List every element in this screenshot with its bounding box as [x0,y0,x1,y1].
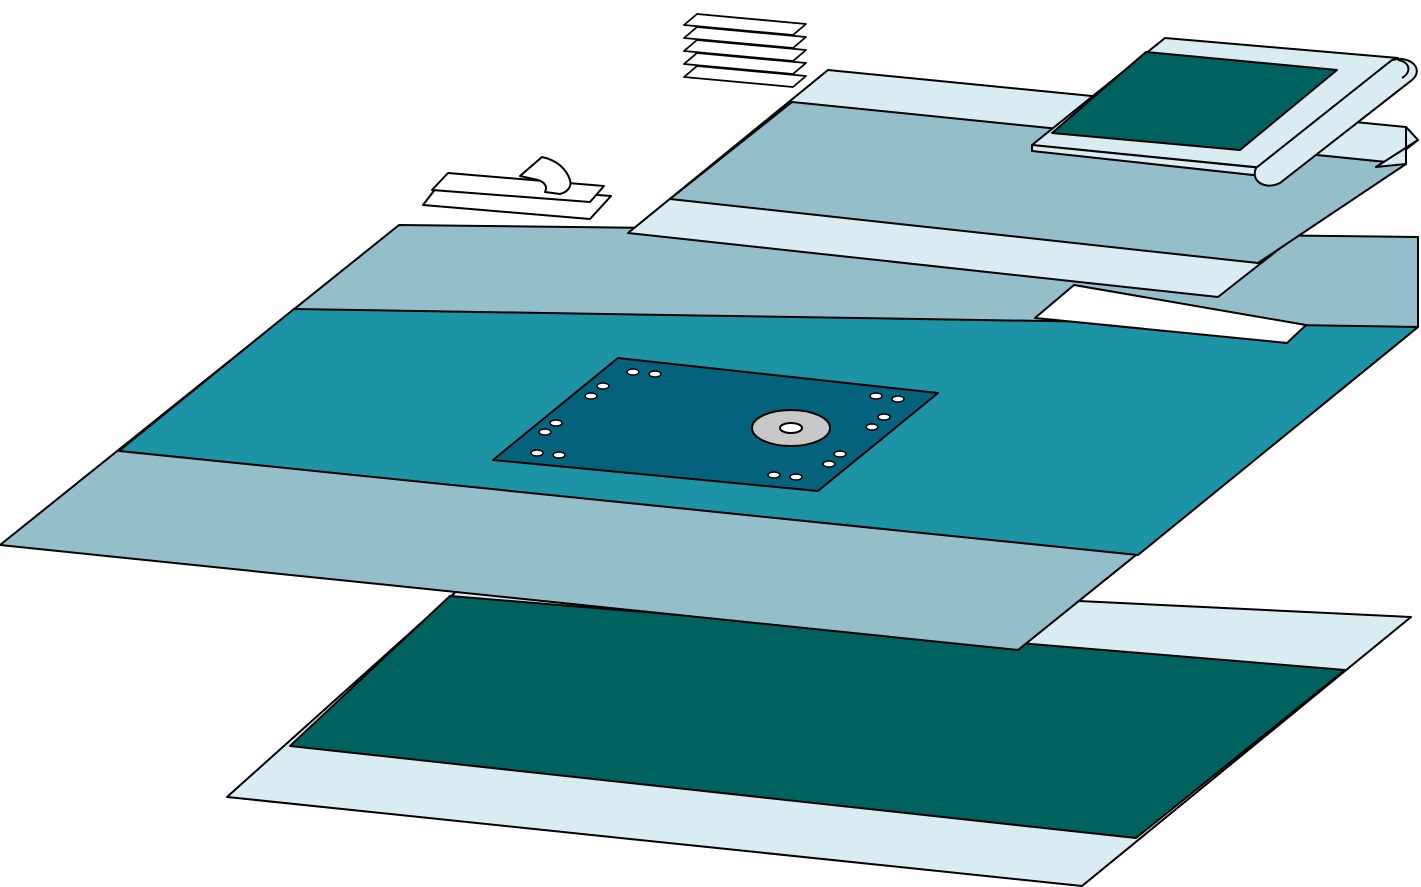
towel-sheet [683,13,807,36]
port-hole [822,460,836,468]
incise-panel [492,357,939,492]
port-hole [869,392,883,400]
port-hole [891,395,905,403]
rolled-towel-roll [1253,58,1418,187]
port-hole [530,449,544,457]
rolled-towel [1031,37,1418,187]
port-hole [865,423,879,431]
port-ring-hole [779,422,803,434]
port-holes [530,368,905,481]
port-hole [549,419,563,427]
towel-stack [683,13,807,88]
back-table-cover-edge [1375,126,1419,168]
port-hole [833,450,847,458]
port-hole [626,368,640,376]
fenestration-panel [492,357,939,492]
port-hole [877,413,891,421]
port-hole [584,392,598,400]
base-sheet-dark-band [289,595,1346,839]
main-drape [0,224,1419,651]
adhesive-tape [422,156,612,220]
main-drape-notch [1034,284,1307,344]
port-hole [552,451,566,459]
rolled-towel-panel [1051,51,1338,151]
port-hole [767,471,781,479]
base-sheet [226,571,1412,887]
port-hole [789,473,803,481]
fluid-ring [751,409,831,447]
port-hole [538,428,552,436]
port-hole [648,370,662,378]
port-hole [596,382,610,390]
rolled-towel-roll-curl [1397,59,1410,79]
adhesive-tape-peel-tab [519,156,572,195]
